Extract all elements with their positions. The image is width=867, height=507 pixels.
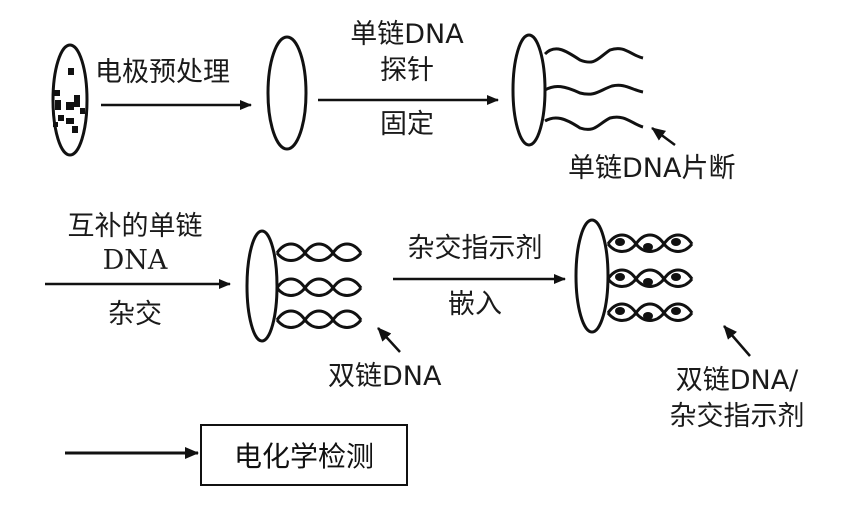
dsdna-strand — [606, 233, 694, 247]
electrode-dsdna — [245, 229, 363, 343]
indicator-molecule — [671, 273, 681, 281]
electrode-ssdna — [511, 33, 644, 147]
pointer-dsdna — [377, 327, 401, 353]
pointer-dsdna-indicator — [723, 325, 751, 357]
electrode-dsdna-indicator — [574, 218, 694, 334]
label-hybridize-top2: DNA — [102, 245, 168, 276]
label-ssdna-fragment: 单链DNA片断 — [568, 153, 736, 184]
label-indicator-bottom: 嵌入 — [448, 289, 502, 320]
dsdna-strand — [275, 277, 363, 291]
label-dsdna-indicator-2: 杂交指示剂 — [669, 401, 805, 432]
label-hybridize-bottom: 杂交 — [108, 299, 162, 330]
dsdna-strand — [275, 317, 363, 329]
ssdna-strand — [544, 83, 644, 96]
label-indicator-top: 杂交指示剂 — [407, 233, 543, 264]
dsdna-strand — [606, 302, 694, 316]
ssdna-strand — [544, 115, 644, 131]
label-probe-top2: 探针 — [380, 55, 434, 86]
detection-box: 电化学检测 — [200, 424, 408, 486]
label-probe-bottom: 固定 — [380, 109, 434, 140]
raw-electrode — [51, 43, 89, 157]
dsdna-strand — [606, 276, 694, 288]
indicator-molecule — [615, 238, 625, 246]
label-dsdna-indicator-1: 双链DNA/ — [675, 365, 799, 396]
ssdna-strand — [543, 47, 644, 64]
dsdna-strand — [606, 310, 694, 322]
dsdna-strand — [275, 242, 363, 256]
indicator-molecule — [671, 238, 681, 246]
pointer-ssdna — [651, 126, 676, 147]
dsdna-strand — [275, 285, 363, 297]
label-probe-top1: 单链DNA — [350, 19, 464, 50]
indicator-molecule — [615, 307, 625, 315]
label-hybridize-top1: 互补的单链 — [67, 211, 203, 242]
dsdna-strand — [606, 241, 694, 253]
indicator-molecule — [643, 243, 653, 251]
dsdna-strand — [275, 250, 363, 262]
indicator-molecule — [643, 278, 653, 286]
indicator-molecule — [643, 312, 653, 320]
indicator-molecule — [615, 273, 625, 281]
dsdna-strand — [606, 268, 694, 282]
label-dsdna: 双链DNA — [328, 361, 442, 392]
label-pretreat: 电极预处理 — [95, 57, 230, 88]
indicator-molecule — [671, 307, 681, 315]
label-detection: 电化学检测 — [233, 440, 374, 473]
dsdna-strand — [275, 309, 363, 323]
clean-electrode — [266, 35, 308, 151]
